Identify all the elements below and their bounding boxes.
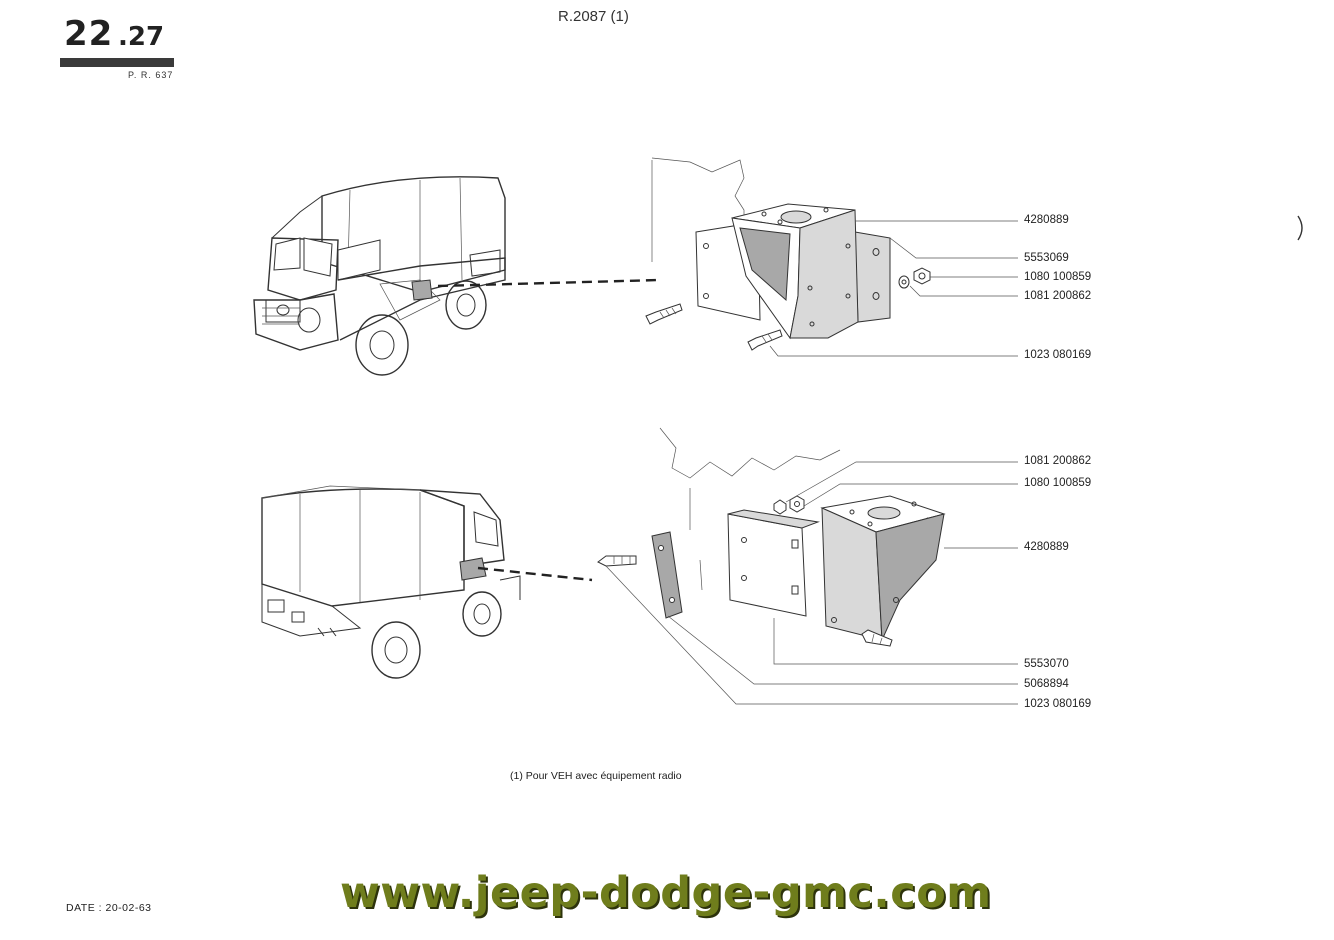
binding-mark	[1297, 215, 1303, 241]
part-number-label: 5553070	[1024, 658, 1069, 670]
callout-line-top	[437, 278, 661, 288]
reference-code: R.2087 (1)	[558, 8, 629, 25]
section-number: 22	[64, 14, 114, 54]
bracket-assembly-top	[645, 157, 931, 351]
part-number-label: 5553069	[1024, 252, 1069, 264]
website-watermark: www.jeep-dodge-gmc.com	[340, 868, 992, 918]
part-number-label: 1081 200862	[1024, 455, 1092, 467]
part-number-label: 4280889	[1024, 541, 1069, 553]
bracket-assembly-bottom	[597, 427, 946, 647]
callout-line-bottom	[477, 566, 593, 582]
part-number-label: 1080 100859	[1024, 271, 1092, 283]
footnote: (1) Pour VEH avec équipement radio	[510, 770, 682, 782]
header-rule	[60, 58, 174, 67]
section-subnumber: .27	[118, 22, 165, 52]
truck-front-illustration	[253, 176, 506, 376]
truck-rear-illustration	[261, 485, 521, 679]
document-date: DATE : 20-02-63	[66, 902, 152, 914]
part-number-label: 5068894	[1024, 678, 1069, 690]
part-number-label: 1080 100859	[1024, 477, 1092, 489]
part-number-label: 1081 200862	[1024, 290, 1092, 302]
part-number-label: 1023 080169	[1024, 698, 1092, 710]
part-number-label: 4280889	[1024, 214, 1069, 226]
page-ref: P. R. 637	[128, 70, 174, 80]
part-number-label: 1023 080169	[1024, 349, 1092, 361]
